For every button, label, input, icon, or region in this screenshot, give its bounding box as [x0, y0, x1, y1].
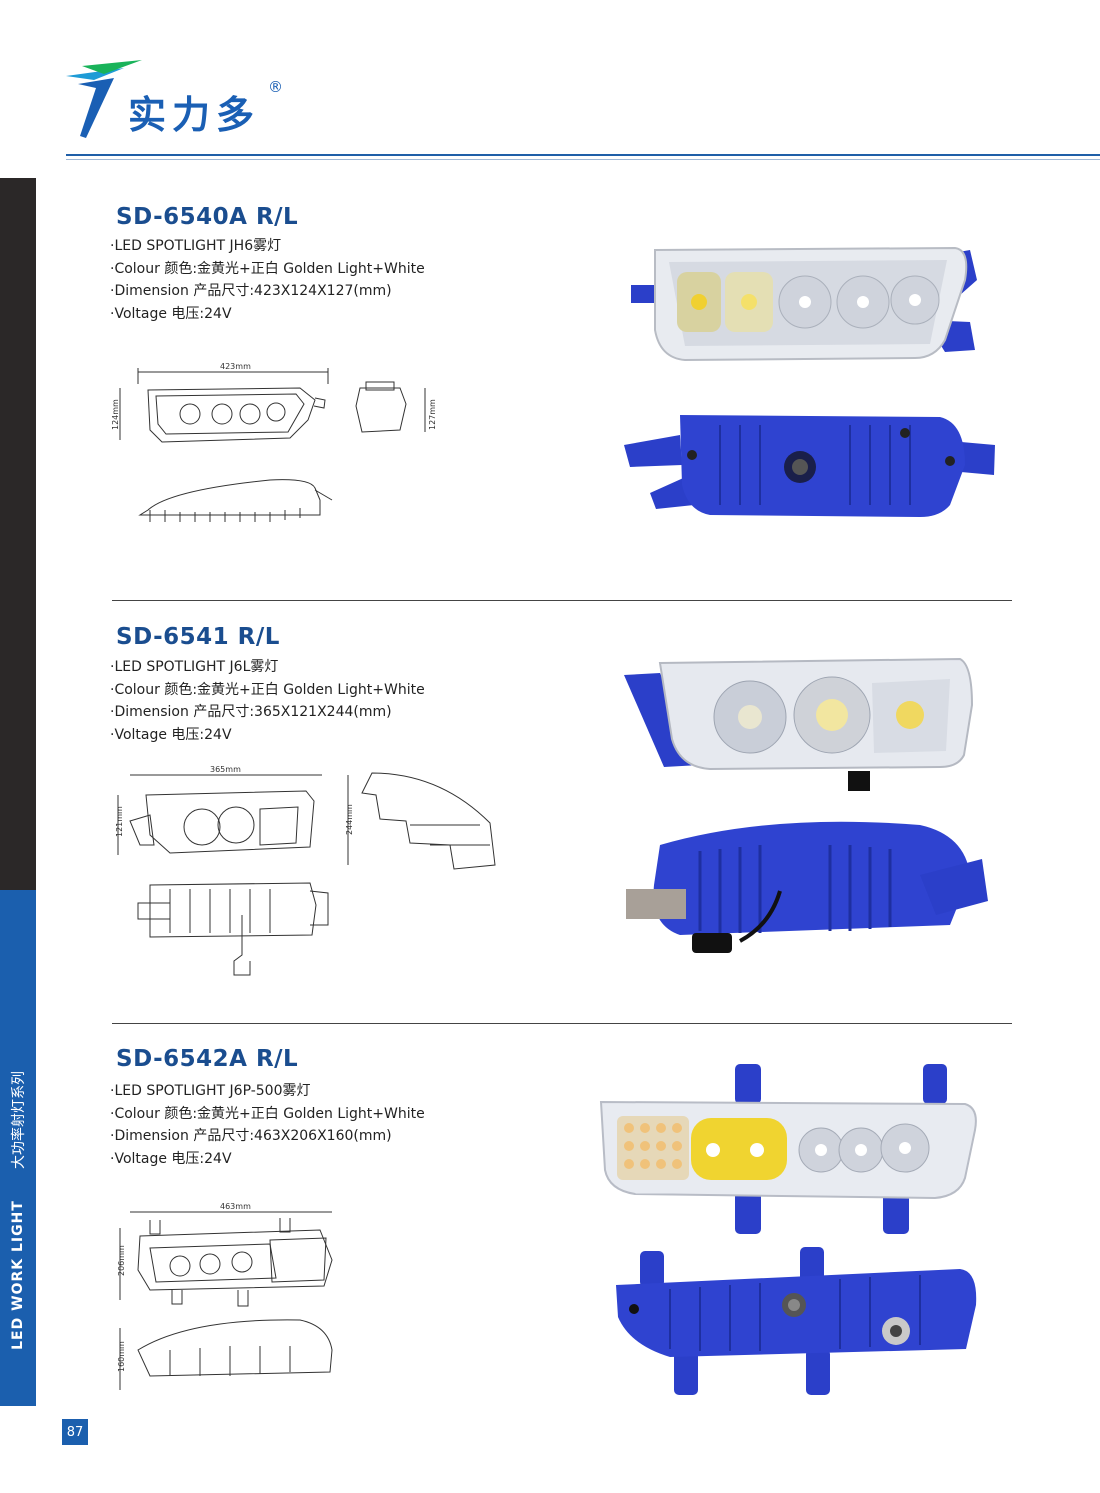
product-specs-2: ·LED SPOTLIGHT J6L雾灯 ·Colour 颜色:金黄光+正白 G…: [110, 656, 425, 746]
header-rule-thin: [66, 159, 1100, 160]
spec-line: ·Voltage 电压:24V: [110, 305, 232, 322]
dim-depth-3: 160mm: [117, 1341, 126, 1372]
product-photo-front-2: [624, 657, 974, 791]
dim-width-1: 423mm: [220, 362, 251, 371]
dim-depth-2: 244mm: [345, 804, 354, 835]
product-photo-back-1: [624, 415, 995, 517]
product-title-1: SD-6540A R/L: [116, 204, 299, 230]
header-rule: [66, 154, 1100, 156]
spec-line: ·Colour 颜色:金黄光+正白 Golden Light+White: [110, 1105, 425, 1122]
product-photo-front-3: [599, 1064, 977, 1234]
product-specs-1: ·LED SPOTLIGHT JH6雾灯 ·Colour 颜色:金黄光+正白 G…: [110, 235, 425, 325]
product-photo-back-2: [626, 821, 988, 953]
spec-line: ·Dimension 产品尺寸:463X206X160(mm): [110, 1128, 392, 1144]
spec-line: ·Dimension 产品尺寸:423X124X127(mm): [110, 283, 392, 299]
brand-name: 实力多: [128, 93, 261, 137]
dim-height-2: 121mm: [115, 806, 124, 837]
spec-line: ·Voltage 电压:24V: [110, 726, 232, 743]
spec-line: ·Voltage 电压:24V: [110, 1150, 232, 1167]
spec-line: ·LED SPOTLIGHT JH6雾灯: [110, 238, 282, 254]
registered-mark: ®: [268, 78, 283, 96]
technical-drawing-1: 423mm 124mm 127mm: [111, 362, 437, 522]
product-title-3: SD-6542A R/L: [116, 1046, 299, 1072]
technical-drawing-2: 365mm 121mm 244mm: [115, 765, 496, 976]
page-number: 87: [62, 1419, 88, 1445]
product-photo-back-3: [616, 1247, 977, 1395]
dim-width-2: 365mm: [210, 765, 241, 774]
product-specs-3: ·LED SPOTLIGHT J6P-500雾灯 ·Colour 颜色:金黄光+…: [110, 1080, 425, 1170]
brand-logo: [66, 60, 142, 138]
dim-height-3: 206mm: [117, 1245, 126, 1276]
spec-line: ·LED SPOTLIGHT J6L雾灯: [110, 659, 279, 675]
spec-line: ·Dimension 产品尺寸:365X121X244(mm): [110, 704, 392, 720]
spec-line: ·Colour 颜色:金黄光+正白 Golden Light+White: [110, 260, 425, 277]
spec-line: ·Colour 颜色:金黄光+正白 Golden Light+White: [110, 681, 425, 698]
dim-height-1: 124mm: [111, 399, 120, 430]
dim-width-3: 463mm: [220, 1202, 251, 1211]
side-band-dark: [0, 178, 36, 890]
side-band-blue: [0, 890, 36, 1406]
side-category-label: LED WORK LIGHT: [10, 1200, 26, 1350]
dim-depth-1: 127mm: [428, 399, 437, 430]
product-title-2: SD-6541 R/L: [116, 624, 280, 650]
technical-drawing-3: 463mm 206mm 160mm: [117, 1202, 333, 1390]
spec-line: ·LED SPOTLIGHT J6P-500雾灯: [110, 1083, 311, 1099]
section-divider: [112, 600, 1012, 601]
section-divider: [112, 1023, 1012, 1024]
product-photo-front-1: [631, 246, 977, 362]
